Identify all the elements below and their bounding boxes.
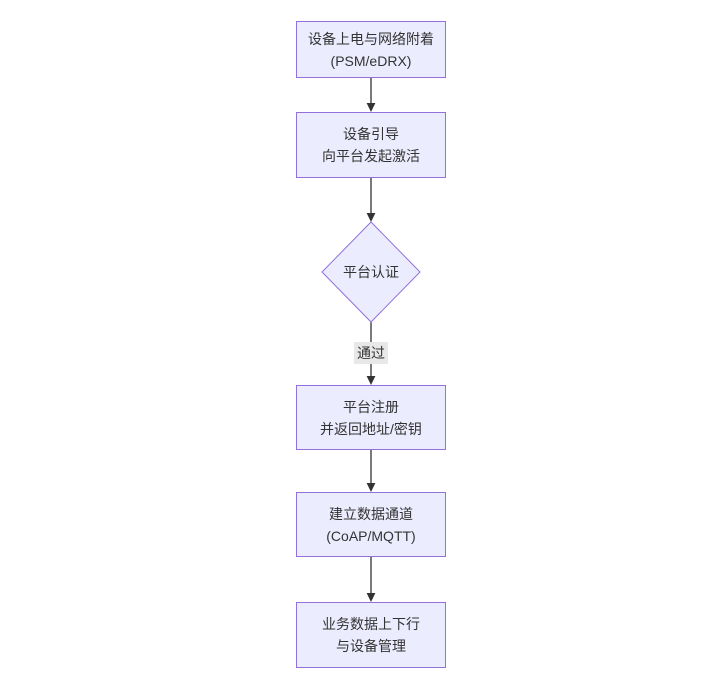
node-register: 平台注册 并返回地址/密钥	[296, 385, 446, 450]
node-business-data-line1: 业务数据上下行	[322, 616, 420, 632]
node-data-channel: 建立数据通道 (CoAP/MQTT)	[296, 492, 446, 557]
node-register-line2: 并返回地址/密钥	[320, 420, 422, 437]
node-power-attach-line2: (PSM/eDRX)	[330, 52, 412, 69]
node-bootstrap-line1: 设备引导	[343, 126, 399, 142]
node-auth-decision-label: 平台认证	[343, 264, 399, 280]
node-business-data-line2: 与设备管理	[336, 638, 406, 654]
edge-channel-to-business	[366, 557, 376, 602]
decision-diamond-shape	[321, 221, 421, 323]
arrow-down-icon	[366, 376, 376, 385]
arrow-down-icon	[366, 213, 376, 222]
node-bootstrap-line2: 向平台发起激活	[322, 148, 420, 164]
node-register-line1: 平台注册	[343, 398, 399, 415]
edge-power-to-boot	[366, 78, 376, 112]
arrow-down-icon	[366, 483, 376, 492]
edge-label-pass: 通过	[354, 342, 388, 364]
node-power-attach-line1: 设备上电与网络附着	[308, 30, 434, 47]
arrow-down-icon	[366, 593, 376, 602]
node-business-data: 业务数据上下行 与设备管理	[296, 602, 446, 668]
edge-register-to-channel	[366, 450, 376, 492]
edge-boot-to-auth	[366, 178, 376, 222]
arrow-down-icon	[366, 103, 376, 112]
node-data-channel-line2: (CoAP/MQTT)	[326, 527, 416, 544]
node-data-channel-line1: 建立数据通道	[329, 505, 413, 522]
node-power-attach: 设备上电与网络附着 (PSM/eDRX)	[296, 21, 446, 78]
node-bootstrap: 设备引导 向平台发起激活	[296, 112, 446, 178]
